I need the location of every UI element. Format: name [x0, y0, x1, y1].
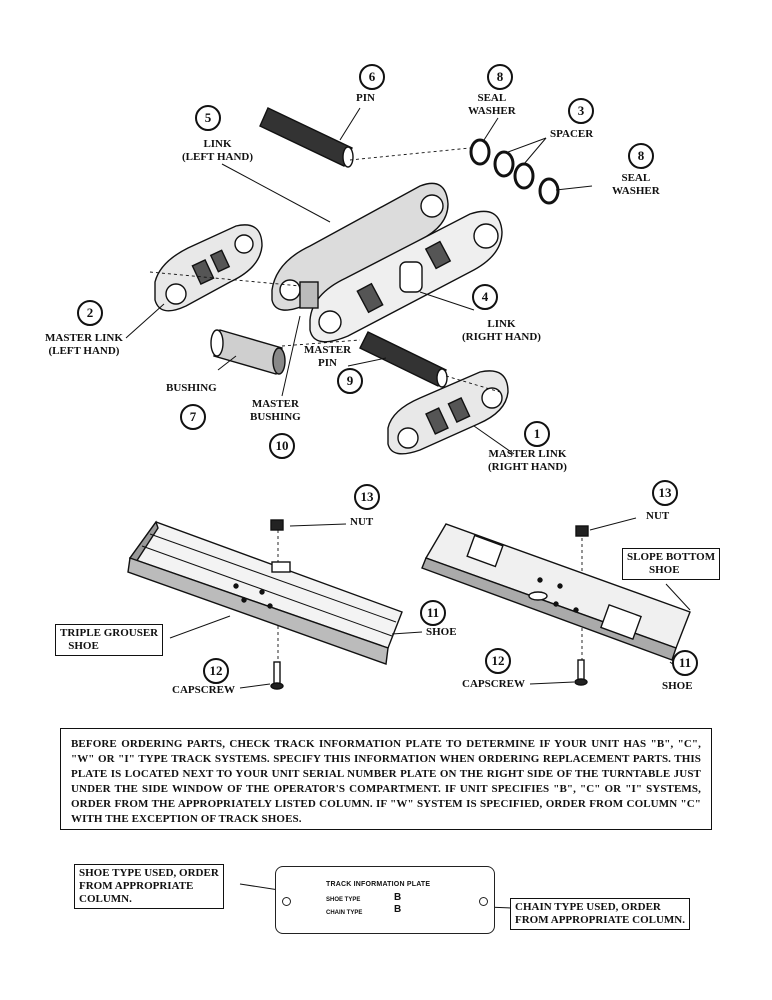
callout-7: 7: [180, 404, 206, 430]
callout-8-right: 8: [628, 143, 654, 169]
label-link-right-hand: LINK (RIGHT HAND): [462, 318, 541, 343]
slope-bottom-shoe-box: SLOPE BOTTOM SHOE: [622, 548, 721, 580]
link-assembly-part: [271, 182, 503, 343]
callout-9: 9: [337, 368, 363, 394]
label-capscrew-left: CAPSCREW: [172, 684, 235, 696]
label-nut-right: NUT: [646, 510, 670, 522]
callout-4: 4: [472, 284, 498, 310]
callout-2: 2: [77, 300, 103, 326]
callout-8-top: 8: [487, 64, 513, 90]
callout-13-left: 13: [354, 484, 380, 510]
label-pin: PIN: [356, 92, 375, 104]
master-link-right-part: [387, 370, 509, 455]
label-spacer: SPACER: [550, 128, 594, 140]
label-nut-left: NUT: [350, 516, 374, 528]
plate-shoe-type-label: SHOE TYPE: [326, 897, 361, 903]
plate-hole-right-icon: [479, 897, 488, 906]
callout-12-right: 12: [485, 648, 511, 674]
bushing-part: [210, 329, 286, 375]
label-master-link-left-hand: MASTER LINK (LEFT HAND): [45, 332, 123, 357]
callout-10: 10: [269, 433, 295, 459]
callout-5: 5: [195, 105, 221, 131]
label-master-pin: MASTER PIN: [304, 344, 352, 369]
label-shoe-left: SHOE: [426, 626, 457, 638]
label-capscrew-right: CAPSCREW: [462, 678, 525, 690]
label-master-bushing: MASTER BUSHING: [250, 398, 301, 423]
shoe-type-note-box: SHOE TYPE USED, ORDER FROM APPROPRIATE C…: [74, 864, 224, 909]
callout-12-left: 12: [203, 658, 229, 684]
label-bushing: BUSHING: [166, 382, 217, 394]
label-link-left-hand: LINK (LEFT HAND): [182, 138, 253, 163]
callout-13-right: 13: [652, 480, 678, 506]
plate-title: TRACK INFORMATION PLATE: [326, 881, 431, 888]
master-pin-part: [359, 331, 448, 388]
plate-chain-type-label: CHAIN TYPE: [326, 910, 363, 916]
master-link-left-part: [154, 224, 263, 312]
ordering-notice: BEFORE ORDERING PARTS, CHECK TRACK INFOR…: [60, 728, 712, 830]
callout-11-right: 11: [672, 650, 698, 676]
triple-grouser-shoe-box: TRIPLE GROUSER SHOE: [55, 624, 164, 656]
plate-shoe-type-value: B: [394, 892, 402, 903]
callout-6: 6: [359, 64, 385, 90]
triple-grouser-shoe-part: [127, 520, 403, 665]
label-shoe-right: SHOE: [662, 680, 693, 692]
label-seal-washer-right: SEAL WASHER: [612, 172, 660, 197]
nut-capscrew-parts: [270, 519, 589, 690]
plate-chain-type-value: B: [394, 904, 402, 915]
callout-1: 1: [524, 421, 550, 447]
label-master-link-right-hand: MASTER LINK (RIGHT HAND): [488, 448, 567, 473]
pin-part: [259, 107, 354, 168]
callout-11-left: 11: [420, 600, 446, 626]
plate-hole-left-icon: [282, 897, 291, 906]
slope-bottom-shoe-part: [421, 523, 691, 661]
track-information-plate: TRACK INFORMATION PLATE SHOE TYPE B CHAI…: [275, 866, 495, 934]
callout-3: 3: [568, 98, 594, 124]
chain-type-note-box: CHAIN TYPE USED, ORDER FROM APPROPRIATE …: [510, 898, 690, 930]
label-seal-washer-top: SEAL WASHER: [468, 92, 516, 117]
